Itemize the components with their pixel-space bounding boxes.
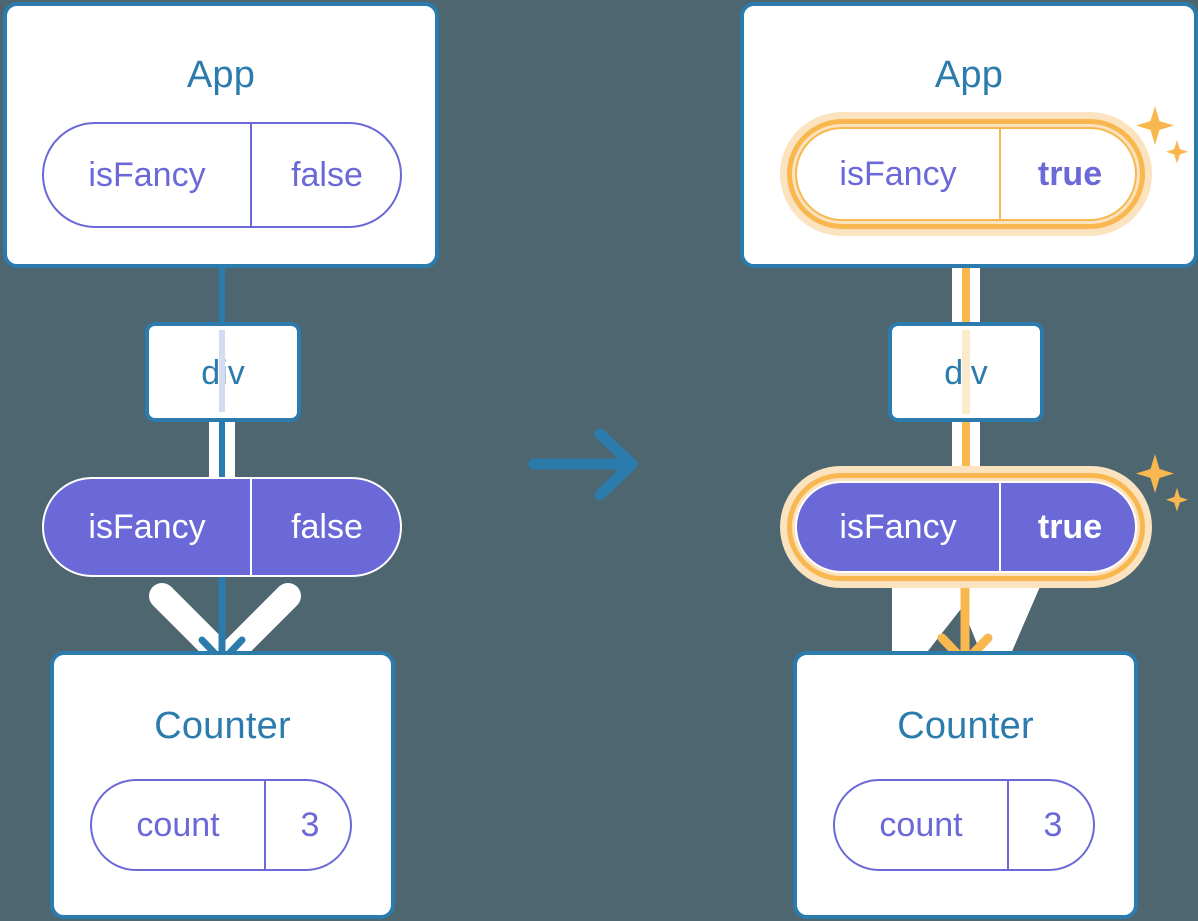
connector-app-to-div-after [962, 214, 970, 328]
app-state-key: isFancy [88, 155, 206, 194]
pill-divider [999, 483, 1001, 571]
app-panel-title: App [934, 54, 1004, 96]
app-state-value: true [1037, 154, 1103, 193]
pill-divider [250, 479, 252, 575]
counter-state-pill-after[interactable]: count 3 [833, 779, 1095, 871]
connector-through-div-before [219, 330, 225, 412]
connector-div-to-prop-after [962, 418, 970, 498]
counter-state-value: 3 [300, 805, 320, 844]
connector-app-to-div-before [219, 262, 225, 326]
pill-divider [1007, 781, 1009, 869]
connector-div-to-prop-before [219, 418, 225, 498]
prop-to-counter-arrow-before [149, 568, 301, 667]
app-state-value: false [291, 155, 363, 194]
prop-key: isFancy [839, 507, 957, 546]
counter-panel-title: Counter [897, 705, 1034, 747]
counter-state-value: 3 [1043, 805, 1063, 844]
transition-arrow-right-icon [528, 428, 638, 501]
prop-pill-before[interactable]: isFancy false [42, 477, 402, 577]
app-panel-title: App [186, 54, 256, 96]
counter-state-key: count [136, 805, 220, 844]
sparkle-icon-prop [1136, 454, 1188, 512]
pill-divider [999, 129, 1001, 219]
sparkle-icon-app [1136, 106, 1188, 164]
counter-state-key: count [879, 805, 963, 844]
counter-state-pill-before[interactable]: count 3 [90, 779, 352, 871]
pill-divider [264, 781, 266, 869]
prop-value: true [1037, 507, 1103, 546]
app-state-pill-before[interactable]: isFancy false [42, 122, 402, 228]
counter-panel-title: Counter [154, 705, 291, 747]
connector-through-div-after [962, 330, 970, 414]
app-state-key: isFancy [839, 154, 957, 193]
app-state-pill-after[interactable]: isFancy true [795, 127, 1137, 221]
pill-divider [250, 124, 252, 226]
prop-key: isFancy [88, 507, 206, 546]
prop-to-counter-arrow-after [892, 571, 1042, 667]
prop-value: false [291, 507, 363, 546]
prop-pill-after[interactable]: isFancy true [795, 481, 1137, 573]
